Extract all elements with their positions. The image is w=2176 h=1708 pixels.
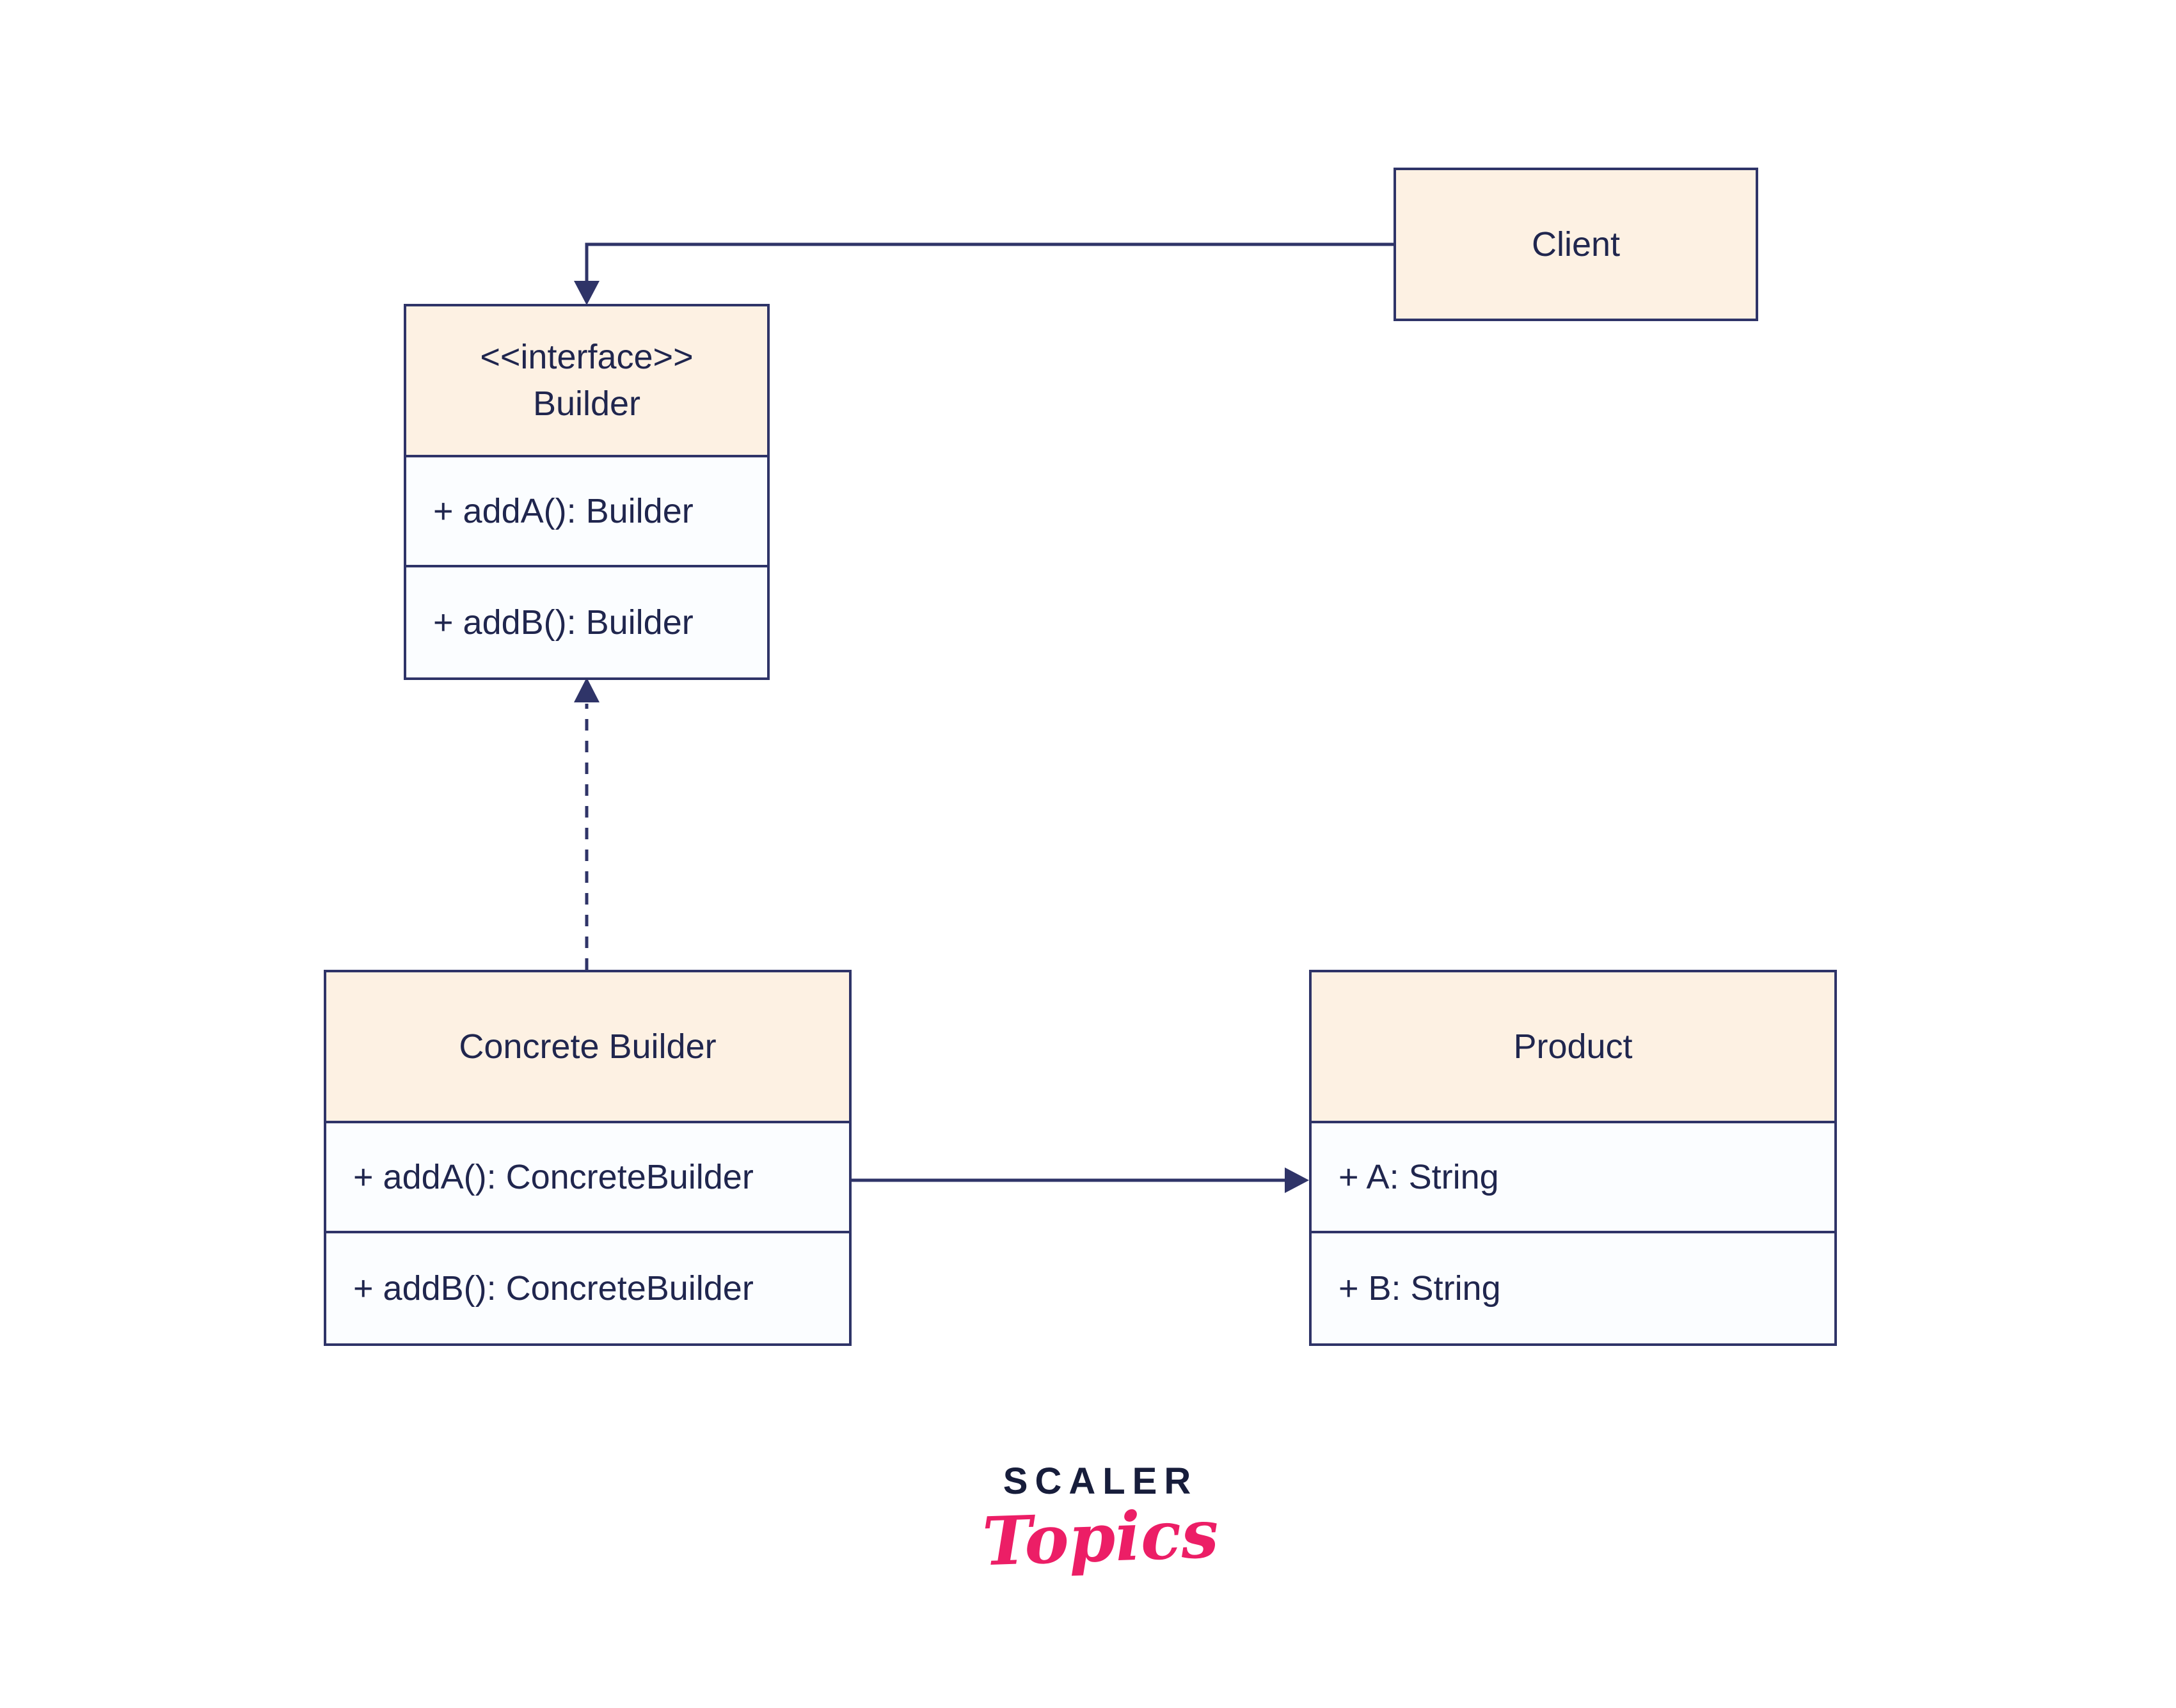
- builder-method-adda: + addA(): Builder: [406, 457, 767, 567]
- client-class-box: Client: [1394, 168, 1758, 321]
- product-name: Product: [1513, 1027, 1633, 1066]
- scaler-topics-logo: SCALER Topics: [947, 1460, 1254, 1581]
- product-field-b-label: + B: String: [1338, 1269, 1501, 1308]
- product-class-box: Product + A: String + B: String: [1309, 970, 1837, 1346]
- concrete-builder-method-adda-label: + addA(): ConcreteBuilder: [353, 1158, 754, 1196]
- builder-header: <<interface>> Builder: [406, 306, 767, 457]
- builder-name: Builder: [532, 384, 641, 423]
- topics-wordmark: Topics: [981, 1494, 1220, 1581]
- client-builder-arrow: [574, 242, 1394, 305]
- builder-method-addb: + addB(): Builder: [406, 567, 767, 677]
- concrete-builder-method-addb-label: + addB(): ConcreteBuilder: [353, 1269, 754, 1308]
- product-field-a-label: + A: String: [1338, 1158, 1499, 1196]
- realization-arrow: [574, 677, 600, 970]
- client-label: Client: [1531, 225, 1621, 264]
- builder-interface-box: <<interface>> Builder + addA(): Builder …: [404, 304, 770, 680]
- concrete-builder-method-addb: + addB(): ConcreteBuilder: [326, 1233, 849, 1343]
- product-header: Product: [1312, 972, 1834, 1123]
- builder-method-adda-label: + addA(): Builder: [433, 492, 694, 530]
- builder-method-addb-label: + addB(): Builder: [433, 603, 694, 642]
- builder-stereotype: <<interface>>: [480, 338, 694, 377]
- concrete-builder-name: Concrete Builder: [459, 1027, 717, 1066]
- product-field-b: + B: String: [1312, 1233, 1834, 1343]
- product-field-a: + A: String: [1312, 1123, 1834, 1233]
- scaler-wordmark: SCALER: [1003, 1460, 1198, 1502]
- builder-product-arrow: [852, 1167, 1309, 1193]
- concrete-builder-box: Concrete Builder + addA(): ConcreteBuild…: [324, 970, 852, 1346]
- concrete-builder-header: Concrete Builder: [326, 972, 849, 1123]
- concrete-builder-method-adda: + addA(): ConcreteBuilder: [326, 1123, 849, 1233]
